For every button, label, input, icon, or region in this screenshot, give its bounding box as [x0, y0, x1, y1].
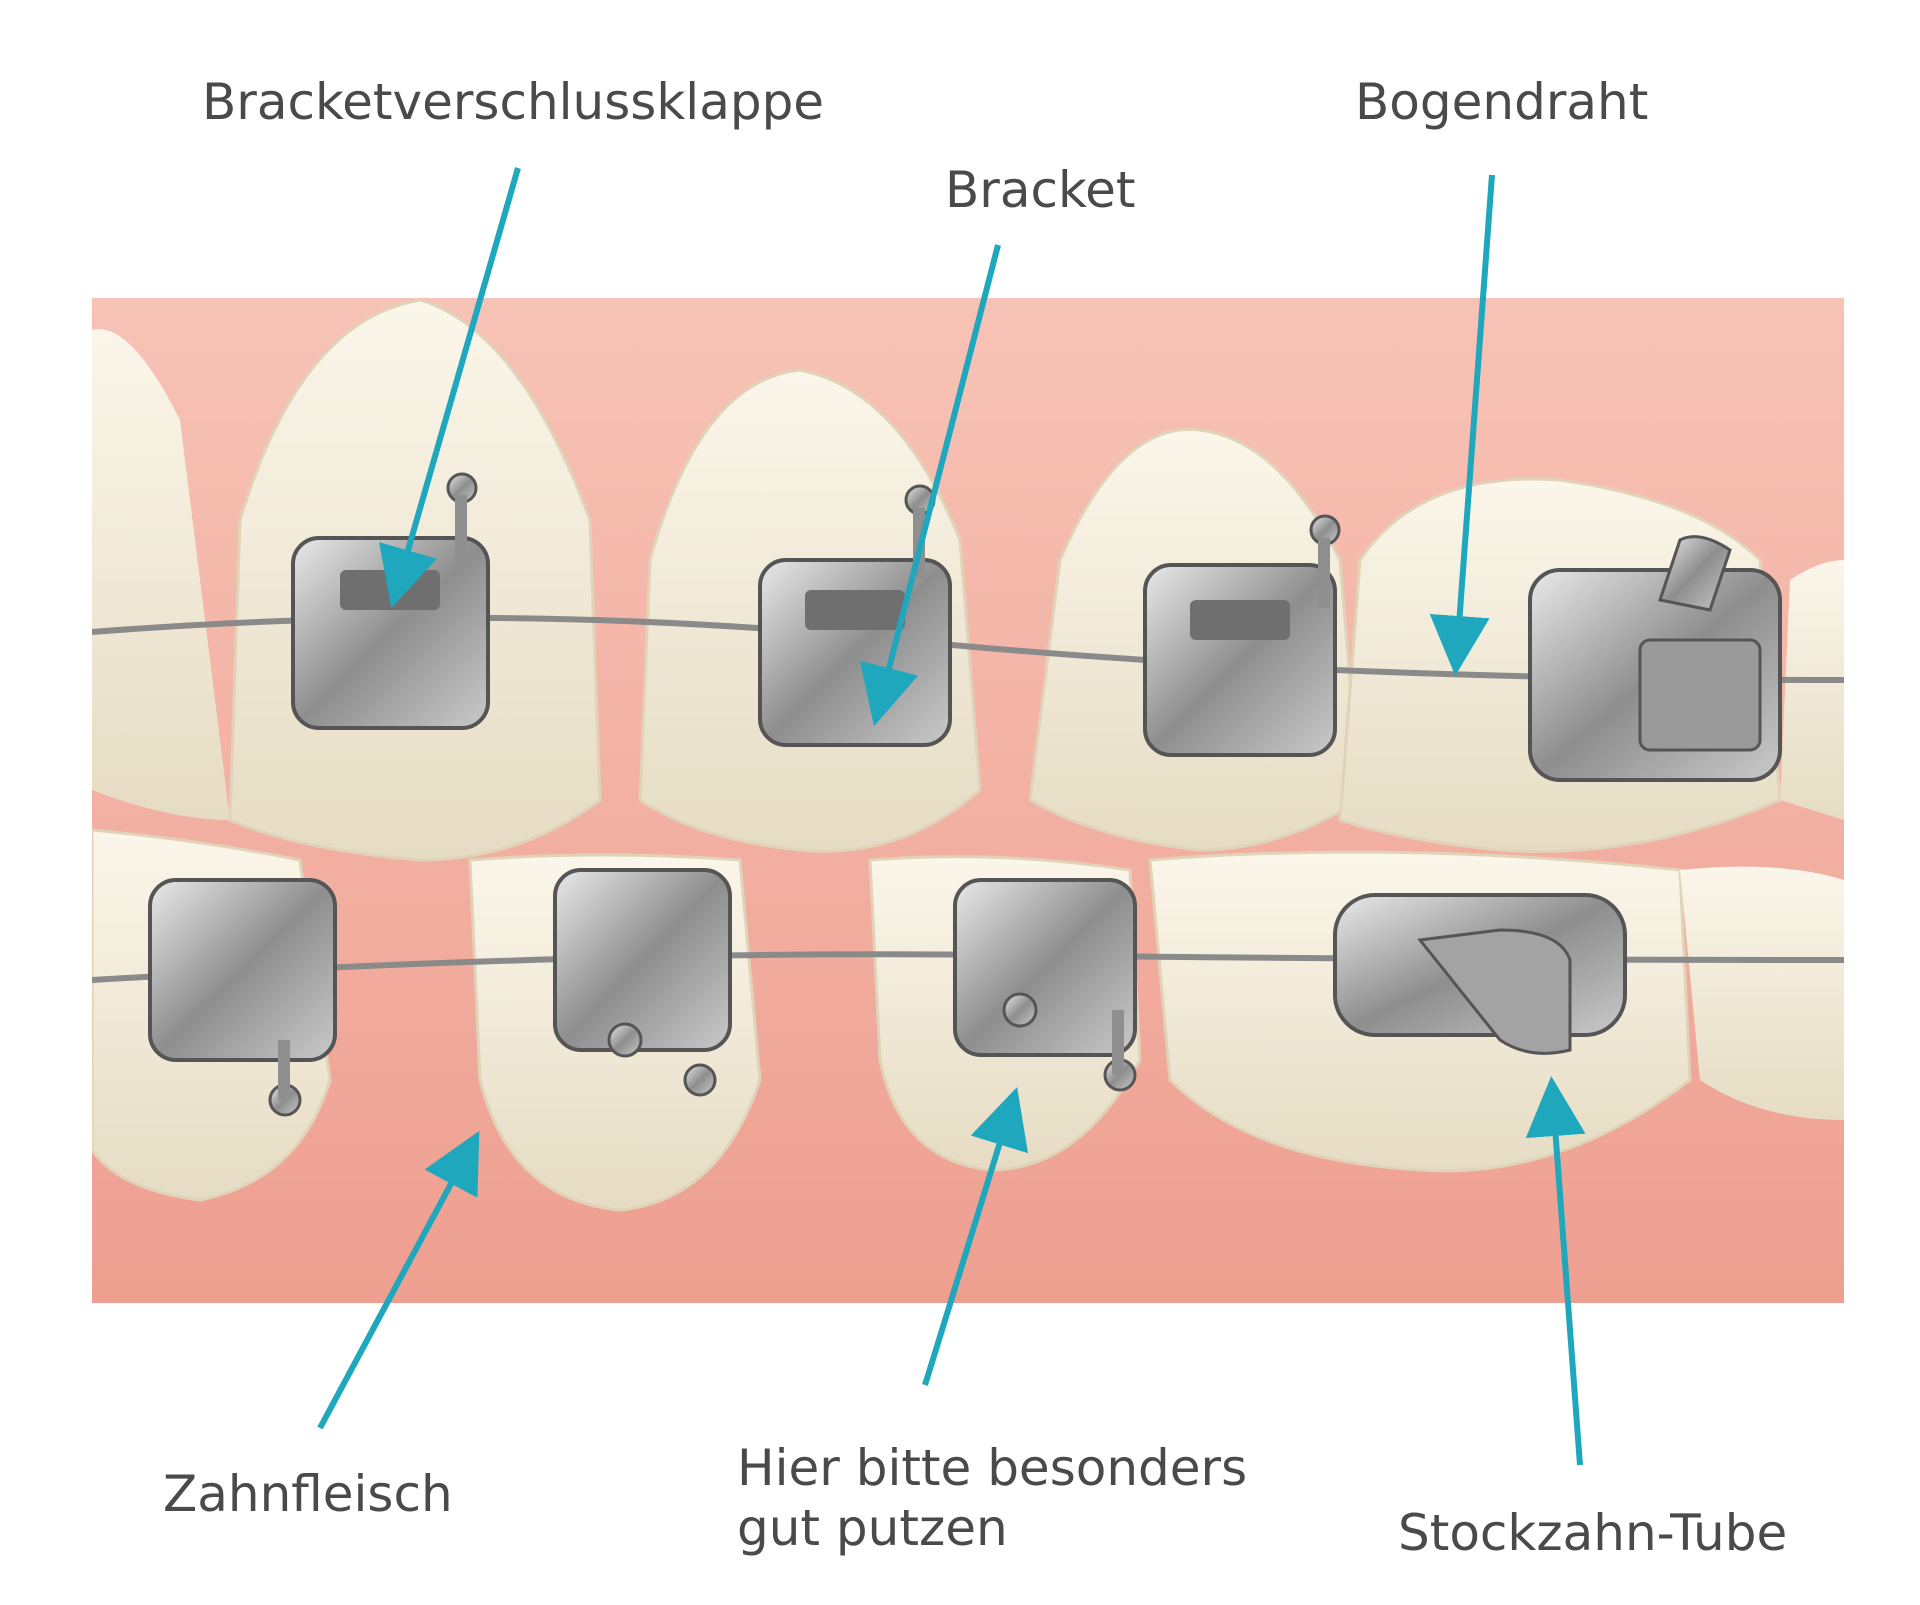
label-stockzahn-tube: Stockzahn-Tube	[1398, 1504, 1788, 1562]
label-bogendraht: Bogendraht	[1355, 73, 1649, 131]
label-zahnfleisch: Zahnfleisch	[163, 1465, 453, 1523]
label-arrows	[317, 167, 1586, 1466]
label-putzen-line2: gut putzen	[737, 1499, 1008, 1557]
label-bracketverschlussklappe: Bracketverschlussklappe	[202, 73, 825, 131]
arrow-putzen	[922, 1087, 1029, 1386]
arrow-bracket	[859, 244, 1001, 727]
label-putzen-line1: Hier bitte besonders	[737, 1439, 1248, 1497]
mouth-photo	[92, 298, 1844, 1303]
arrow-stockzahn-tube	[1525, 1076, 1586, 1466]
arrow-zahnfleisch	[317, 1130, 480, 1430]
label-putzen: Hier bitte besonders gut putzen	[737, 1438, 1247, 1558]
arrow-bogendraht	[1429, 174, 1495, 676]
lower-brackets	[148, 868, 1627, 1117]
arrow-bracketverschlussklappe	[379, 167, 521, 609]
label-bracket: Bracket	[945, 161, 1136, 219]
